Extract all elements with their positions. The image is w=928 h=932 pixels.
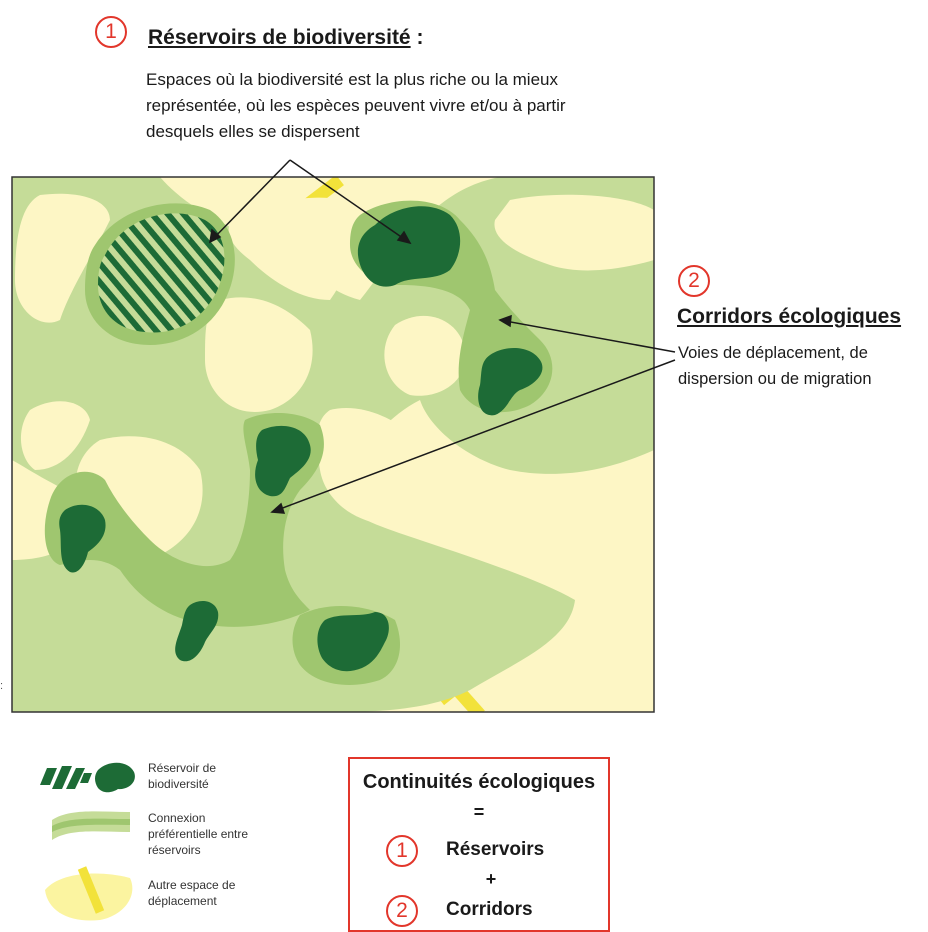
reservoirs-title: Réservoirs de biodiversité <box>148 26 411 49</box>
arrowhead <box>396 230 412 245</box>
reservoir <box>317 612 389 672</box>
legend-autre-icon <box>45 873 133 921</box>
number-two-badge: 2 <box>678 265 710 297</box>
legend-connexion-label: Connexion préférentielle entre réservoir… <box>148 811 249 857</box>
summary-title: Continuités écologiques <box>362 771 596 793</box>
legend-autre-label: Autre espace de déplacement <box>148 878 236 908</box>
reservoir <box>59 504 106 573</box>
summary-equals: = <box>473 802 485 822</box>
reservoirs-heading: Réservoirs de biodiversité : <box>148 26 423 50</box>
summary-number-two-badge: 2 <box>386 895 418 927</box>
summary-reservoirs: Réservoirs <box>446 839 545 860</box>
arrowhead <box>209 228 222 244</box>
legend-reservoir-icon <box>95 762 135 793</box>
number-one-badge: 1 <box>95 16 127 48</box>
summary-plus: + <box>485 869 497 889</box>
arrow-line <box>289 159 411 244</box>
hatched-reservoir <box>98 213 225 333</box>
biodiversity-reservoirs <box>59 206 543 672</box>
reservoir <box>357 206 461 287</box>
arrow-line <box>271 359 676 513</box>
reservoirs-title-suffix: : <box>410 26 424 49</box>
legend-hatch-icon <box>40 766 92 789</box>
reservoirs-description: Espaces où la biodiversité est la plus r… <box>146 70 566 141</box>
arrow-line <box>209 159 291 243</box>
arrow-line <box>499 319 676 353</box>
stray-colon: : <box>0 680 4 692</box>
summary-corridors: Corridors <box>446 899 533 920</box>
arrowhead <box>270 502 286 514</box>
legend-connexion-icon <box>52 811 130 840</box>
reservoir <box>478 348 543 416</box>
open-spaces <box>15 193 654 556</box>
corridors-description: Voies de déplacement, de dispersion ou d… <box>678 344 872 388</box>
legend-reservoir-label: Réservoir de biodiversité <box>148 761 217 791</box>
reservoir <box>255 425 311 497</box>
summary-box: Continuités écologiques = 1 Réservoirs +… <box>348 757 610 932</box>
summary-number-one-badge: 1 <box>386 835 418 867</box>
corridors-title: Corridors écologiques <box>677 305 902 328</box>
reservoir <box>175 600 219 662</box>
map-border <box>11 176 655 713</box>
pointer-arrows <box>209 159 676 514</box>
arrowhead <box>498 314 512 328</box>
legend-symbols <box>40 762 135 921</box>
